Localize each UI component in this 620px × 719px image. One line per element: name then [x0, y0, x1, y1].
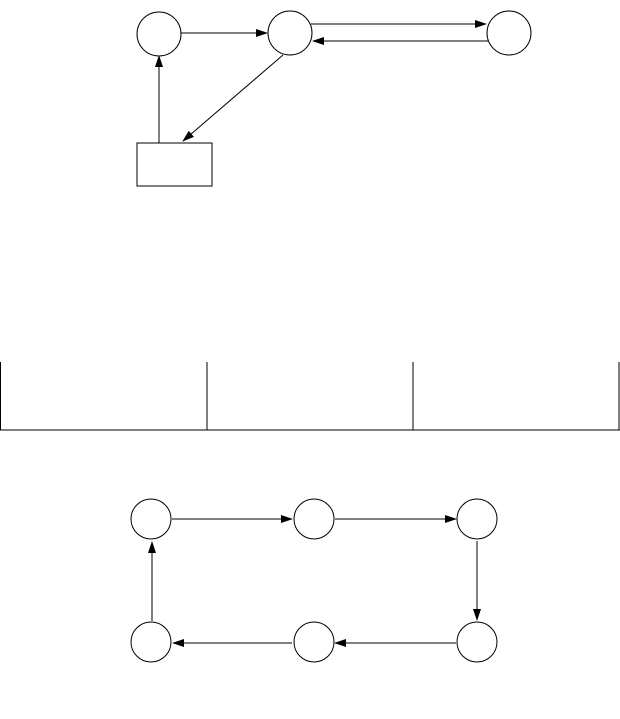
cycle-node-1	[130, 498, 172, 540]
top-diagram	[136, 10, 532, 187]
cycle-node-6	[130, 621, 172, 663]
top-node-a	[136, 11, 182, 57]
cycle-node-5	[293, 621, 335, 663]
divider-table	[0, 362, 620, 431]
top-node-b	[267, 10, 313, 56]
top-node-c	[486, 10, 532, 56]
cycle-node-4	[456, 621, 498, 663]
top-node-box	[136, 142, 213, 187]
top-edge-b-to-box	[182, 54, 284, 142]
cycle-node-2	[293, 498, 335, 540]
cycle-diagram	[130, 498, 498, 663]
cycle-node-3	[456, 498, 498, 540]
